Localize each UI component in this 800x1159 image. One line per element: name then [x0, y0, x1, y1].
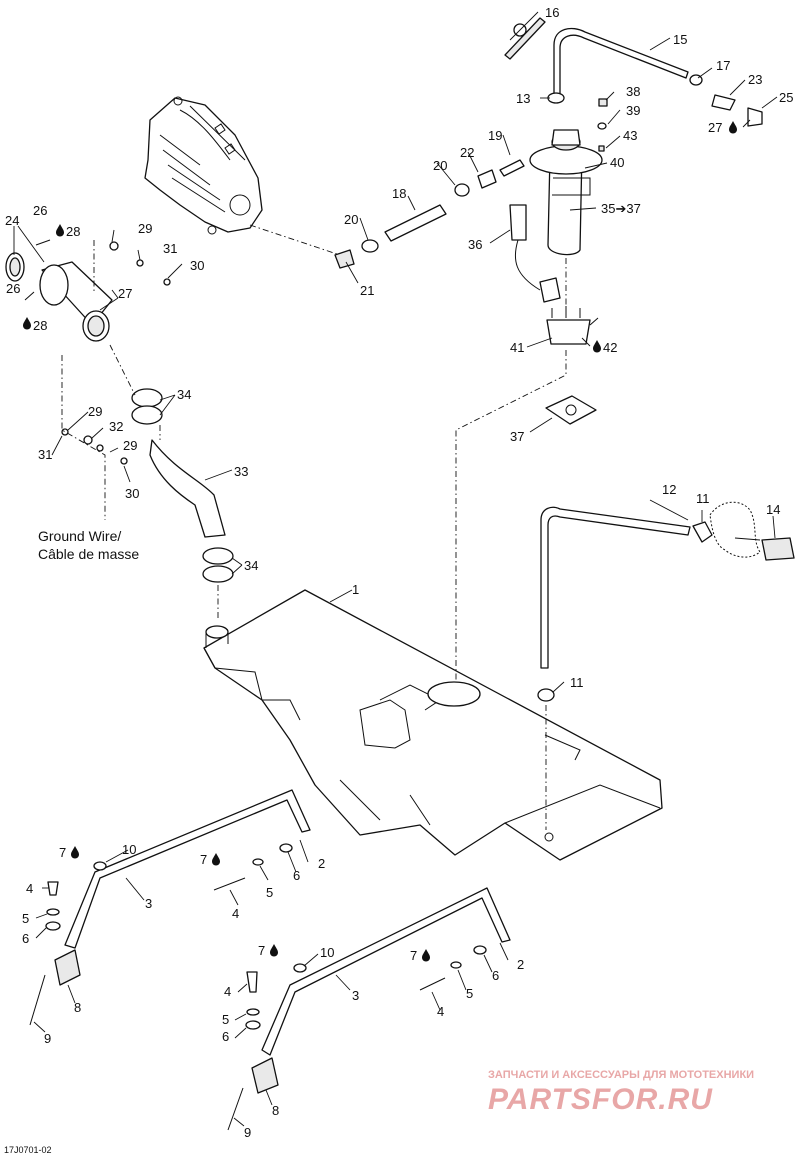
callout-2: 2 [517, 957, 524, 972]
callout-12: 12 [662, 482, 676, 497]
callout-21: 21 [360, 283, 374, 298]
small-screws [597, 98, 608, 152]
ground-wire-label: Ground Wire/ Câble de masse [38, 528, 139, 562]
callout-29: 29 [88, 404, 102, 419]
callout-24: 24 [5, 213, 19, 228]
callout-4: 4 [26, 881, 33, 896]
callout-2: 2 [318, 856, 325, 871]
callout-6: 6 [22, 931, 29, 946]
callout-7: 7 [59, 845, 66, 860]
callout-9: 9 [44, 1031, 51, 1046]
return-line [537, 501, 795, 702]
callout-4: 4 [232, 906, 239, 921]
watermark-tagline: ЗАПЧАСТИ И АКСЕССУАРЫ ДЛЯ МОТОТЕХНИКИ [488, 1069, 754, 1081]
callout-14: 14 [766, 502, 780, 517]
callout-6: 6 [293, 868, 300, 883]
callout-34: 34 [244, 558, 258, 573]
callout-23: 23 [748, 72, 762, 87]
callout-15: 15 [673, 32, 687, 47]
callout-10: 10 [122, 842, 136, 857]
leader-lines [13, 11, 778, 1127]
callout-25: 25 [779, 90, 793, 105]
callout-5: 5 [222, 1012, 229, 1027]
callout-38: 38 [626, 84, 640, 99]
callout-13: 13 [516, 91, 530, 106]
callout-5: 5 [22, 911, 29, 926]
callout-labels: 1 2 2 3 3 4 4 4 4 5 5 5 5 6 6 6 6 7 7 7 … [5, 5, 793, 1140]
tank-strap-a [29, 789, 311, 1026]
callout-16: 16 [545, 5, 559, 20]
callout-18: 18 [392, 186, 406, 201]
diagram-code: 17J0701-02 [4, 1145, 52, 1155]
callout-19: 19 [488, 128, 502, 143]
callout-30: 30 [190, 258, 204, 273]
vent-hose [504, 17, 763, 127]
callout-6: 6 [492, 968, 499, 983]
callout-17: 17 [716, 58, 730, 73]
fuel-pump-module [509, 129, 603, 345]
watermark: ЗАПЧАСТИ И АКСЕССУАРЫ ДЛЯ МОТОТЕХНИКИ PA… [488, 1069, 754, 1116]
callout-39: 39 [626, 103, 640, 118]
intake-manifold [144, 96, 263, 235]
callout-40: 40 [610, 155, 624, 170]
callout-20: 20 [433, 158, 447, 173]
fuel-line [334, 159, 525, 269]
callout-35-37: 35➔37 [601, 201, 641, 216]
callout-22: 22 [460, 145, 474, 160]
callout-9: 9 [244, 1125, 251, 1140]
callout-27: 27 [118, 286, 132, 301]
callout-20: 20 [344, 212, 358, 227]
callout-29: 29 [138, 221, 152, 236]
fuel-tank [203, 589, 663, 861]
callout-29: 29 [123, 438, 137, 453]
callout-33: 33 [234, 464, 248, 479]
callout-37: 37 [510, 429, 524, 444]
callout-4: 4 [224, 984, 231, 999]
callout-7: 7 [258, 943, 265, 958]
callout-1: 1 [352, 582, 359, 597]
callout-36: 36 [468, 237, 482, 252]
watermark-brand: PARTSFOR.RU [488, 1083, 713, 1116]
callout-31: 31 [38, 447, 52, 462]
ground-wire-label-fr: Câble de masse [38, 546, 139, 562]
callout-28: 28 [66, 224, 80, 239]
callout-5: 5 [266, 885, 273, 900]
callout-8: 8 [272, 1103, 279, 1118]
callout-41: 41 [510, 340, 524, 355]
callout-26: 26 [33, 203, 47, 218]
tank-strap-b [227, 887, 511, 1131]
callout-11: 11 [570, 675, 584, 690]
callout-8: 8 [74, 1000, 81, 1015]
callout-4: 4 [437, 1004, 444, 1019]
callout-34: 34 [177, 387, 191, 402]
callout-10: 10 [320, 945, 334, 960]
ground-wire-label-en: Ground Wire/ [38, 528, 121, 544]
callout-26: 26 [6, 281, 20, 296]
callout-27: 27 [708, 120, 722, 135]
callout-11: 11 [696, 491, 710, 506]
callout-7: 7 [410, 948, 417, 963]
filler-neck [5, 239, 234, 583]
callout-42: 42 [603, 340, 617, 355]
callout-28: 28 [33, 318, 47, 333]
callout-32: 32 [109, 419, 123, 434]
gasket-sheet [545, 395, 597, 425]
callout-3: 3 [145, 896, 152, 911]
callout-31: 31 [163, 241, 177, 256]
callout-3: 3 [352, 988, 359, 1003]
callout-5: 5 [466, 986, 473, 1001]
callout-6: 6 [222, 1029, 229, 1044]
callout-7: 7 [200, 852, 207, 867]
callout-30: 30 [125, 486, 139, 501]
callout-43: 43 [623, 128, 637, 143]
